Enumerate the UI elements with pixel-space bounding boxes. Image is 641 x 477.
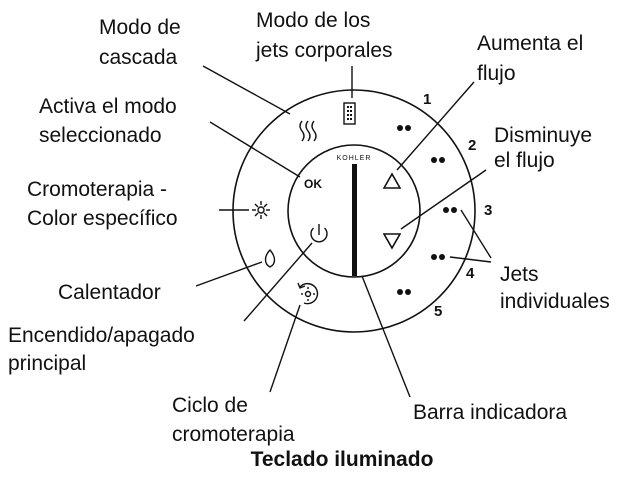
- down-triangle-icon[interactable]: [382, 233, 402, 250]
- body-jets-icon[interactable]: [343, 102, 356, 125]
- jet-number-1: 1: [423, 91, 431, 108]
- jet-number-3: 3: [484, 202, 492, 219]
- brand-logo: KOHLER: [337, 155, 372, 162]
- label-chromo-cycle: Ciclo de cromoterapia: [172, 394, 295, 446]
- cycle-sun-icon[interactable]: [297, 282, 319, 305]
- label-indicator-bar: Barra indicadora: [413, 401, 567, 424]
- jet-number-5: 5: [434, 303, 442, 320]
- label-chromotherapy-color: Cromoterapia - Color específico: [27, 178, 178, 230]
- label-increase-flow: Aumenta el flujo: [477, 32, 589, 85]
- jet-number-2: 2: [468, 137, 476, 154]
- leader-lines: [195, 65, 492, 398]
- label-cascade-mode: Modo de cascada: [99, 16, 187, 69]
- power-icon[interactable]: [310, 224, 328, 243]
- label-body-jets-mode: Modo de los jets corporales: [255, 9, 393, 62]
- waves-icon[interactable]: [299, 120, 317, 142]
- label-decrease-flow: Disminuye el flujo: [494, 124, 598, 172]
- label-activate-mode: Activa el modo seleccionado: [39, 95, 183, 147]
- indicator-bar: [352, 164, 357, 276]
- up-triangle-icon[interactable]: [382, 172, 402, 189]
- ok-button[interactable]: OK: [304, 177, 322, 191]
- caption: Teclado iluminado: [251, 448, 434, 471]
- sun-icon[interactable]: [252, 201, 270, 219]
- label-individual-jets: Jets individuales: [500, 263, 610, 313]
- jet-dots-icon[interactable]: [397, 125, 457, 295]
- label-main-power: Encendido/apagado principal: [8, 324, 201, 375]
- jet-number-4: 4: [466, 265, 475, 282]
- label-heater: Calentador: [58, 281, 161, 304]
- flame-icon[interactable]: [264, 248, 276, 268]
